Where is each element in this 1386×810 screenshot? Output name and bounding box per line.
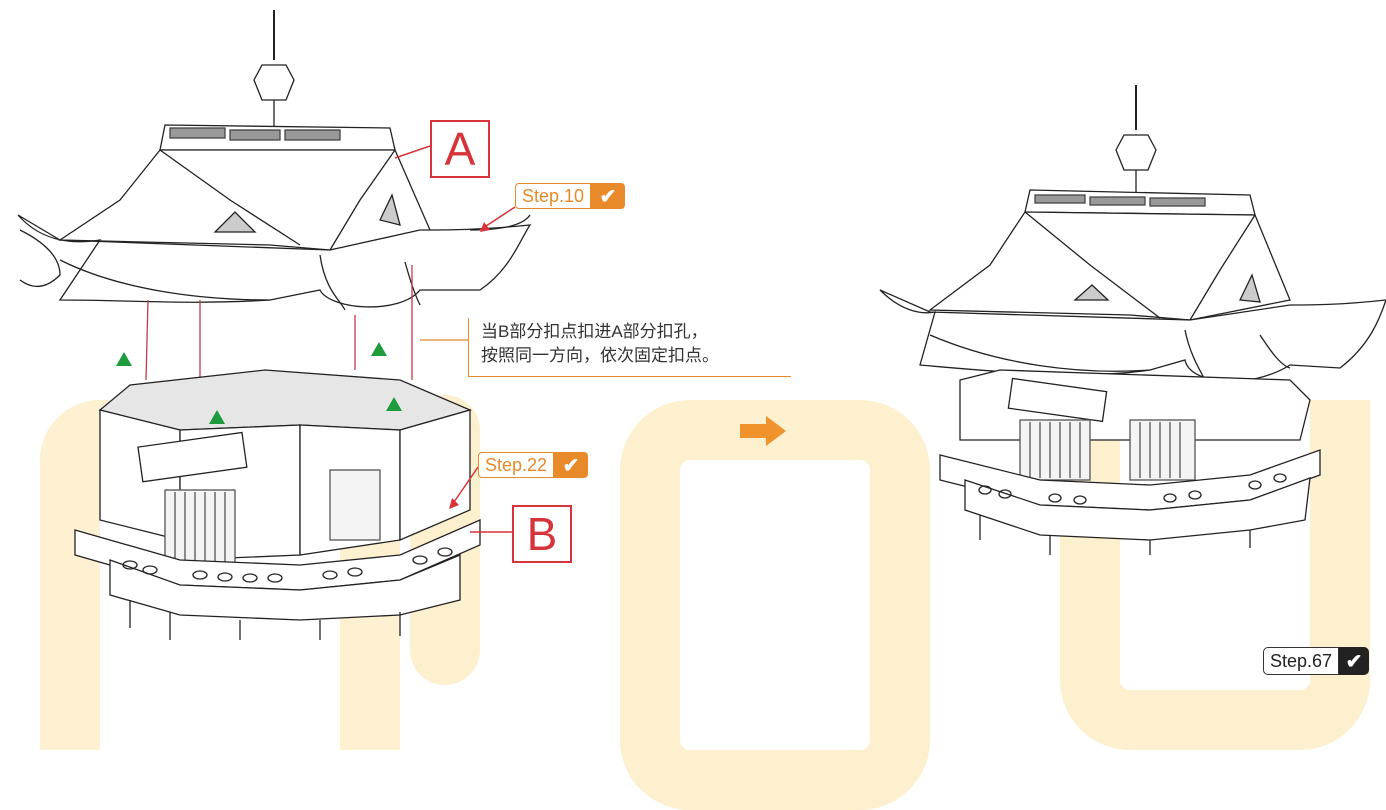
check-icon: ✔ (1339, 647, 1370, 675)
part-b-label: B (512, 505, 572, 563)
triangle-up-icon (116, 352, 132, 366)
check-icon: ✔ (591, 183, 626, 209)
triangle-up-icon (386, 397, 402, 411)
step-67-badge: Step.67 ✔ (1263, 647, 1370, 675)
instruction-line-1: 当B部分扣点扣进A部分扣孔， (481, 322, 708, 341)
part-a-label: A (430, 120, 490, 178)
step-10-badge: Step.10 ✔ (515, 183, 626, 209)
assembled-pavilion (879, 85, 1386, 555)
assembly-diagram: A B Step.10 ✔ Step.22 ✔ Step.67 ✔ 当B部分扣点… (17, 10, 1386, 810)
pavilion-drawings (17, 10, 1386, 640)
direction-arrows (116, 342, 402, 424)
leader-lines (394, 145, 516, 533)
roof-part-a (17, 10, 532, 311)
base-part-b (74, 369, 481, 640)
step-22-text: Step.22 (478, 452, 555, 478)
instruction-line-2: 按照同一方向，依次固定扣点。 (481, 346, 719, 365)
triangle-up-icon (371, 342, 387, 356)
step-10-text: Step.10 (515, 183, 592, 209)
instruction-note: 当B部分扣点扣进A部分扣孔， 按照同一方向，依次固定扣点。 (468, 318, 791, 377)
step-22-badge: Step.22 ✔ (478, 452, 589, 478)
triangle-up-icon (209, 410, 225, 424)
arrow-right-icon (740, 416, 786, 446)
check-icon: ✔ (554, 452, 589, 478)
step-67-text: Step.67 (1263, 647, 1340, 675)
